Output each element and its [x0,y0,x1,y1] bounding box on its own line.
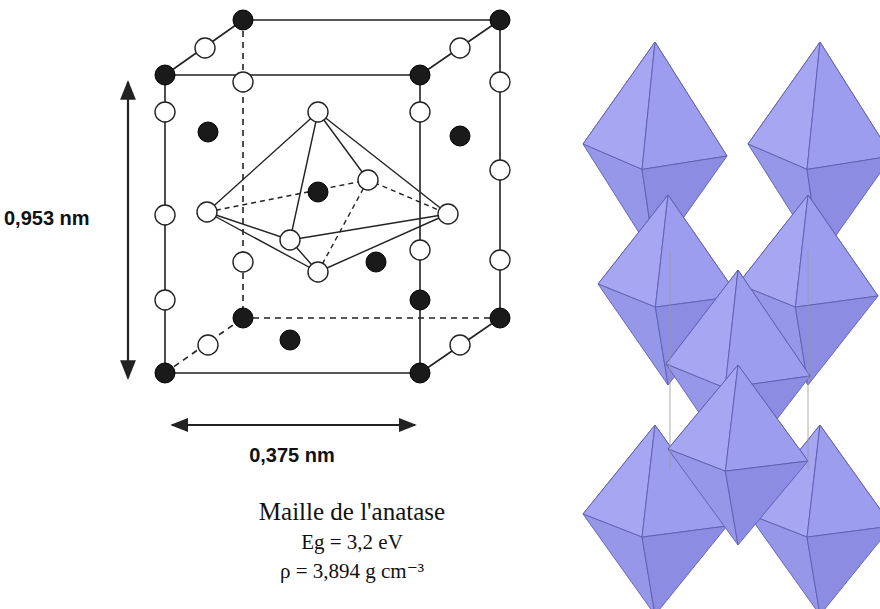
dimension-arrow [172,424,415,426]
cell-line [808,250,809,470]
octahedron-face [642,42,727,169]
titanium-atom [490,10,510,30]
oxygen-atom [155,102,175,122]
cell-line [670,250,671,470]
titanium-atom [410,290,430,310]
octahedron-face [725,365,808,471]
unit-cell [165,20,500,373]
oxygen-atom [410,240,430,260]
octahedra-model [583,42,880,609]
oxygen-atom [233,252,253,272]
oxygen-atom [490,160,510,180]
titanium-atom [155,65,175,85]
octahedron-face [807,526,880,609]
octahedron-face [807,42,880,169]
titanium-atom [155,363,175,383]
oxygen-atom [280,230,300,250]
oxygen-atom [198,335,218,355]
octahedron-face [642,526,727,609]
octahedron-face [583,514,655,609]
octahedron-outline [207,112,448,272]
caption-line: ρ = 3,894 g cm⁻³ [280,560,424,583]
oxygen-atom [308,102,328,122]
oxygen-atom [410,102,430,122]
titanium-atom [233,10,253,30]
atoms [155,10,510,383]
dimension-label: 0,953 nm [4,207,90,229]
titanium-atom [366,252,386,272]
octahedron-face [725,461,808,545]
titanium-atom [450,126,470,146]
caption-line: Eg = 3,2 eV [301,531,403,554]
titanium-atom [308,182,328,202]
octahedron-face [668,449,738,545]
oxygen-atom [155,290,175,310]
dimension-arrow [127,82,129,378]
oxygen-atom [197,202,217,222]
titanium-atom [490,308,510,328]
oxygen-atom [308,262,328,282]
titanium-atom [410,65,430,85]
octahedron-face [748,514,820,609]
titanium-atom [410,363,430,383]
oxygen-atom [155,205,175,225]
oxygen-atom [233,72,253,92]
octahedron-face [598,284,668,385]
octahedron-face [807,425,880,537]
oxygen-atom [358,170,378,190]
titanium-atom [198,122,218,142]
titanium-atom [233,308,253,328]
oxygen-atom [450,38,470,58]
oxygen-atom [438,204,458,224]
oxygen-atom [450,335,470,355]
oxygen-atom [490,250,510,270]
dimension-label: 0,375 nm [249,444,335,466]
titanium-atom [280,330,300,350]
oxygen-atom [490,72,510,92]
caption-line: Maille de l'anatase [259,498,445,526]
oxygen-atom [195,38,215,58]
